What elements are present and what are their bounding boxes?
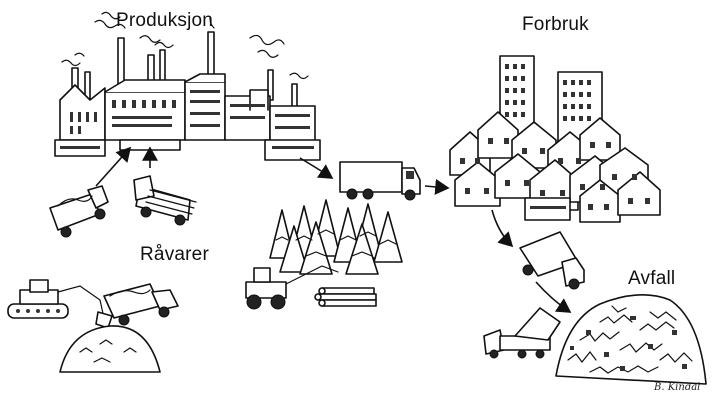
artist-signature: B. Kindal [654, 382, 701, 393]
label-consumption: Forbruk [522, 14, 589, 35]
factory-complex [54, 11, 321, 161]
landfill-heap [555, 294, 707, 385]
label-production: Produksjon [116, 10, 214, 31]
arrow-consumption-to-waste-transport [491, 209, 514, 248]
label-waste: Avfall [628, 268, 676, 289]
city-buildings [449, 55, 661, 223]
excavator-icon [7, 279, 113, 329]
label-raw-materials: Råvarer [140, 244, 209, 265]
arrow-to-landfill [535, 281, 572, 313]
forest-icon [269, 199, 403, 275]
timber-truck-icon [133, 175, 197, 226]
arrow-production-to-transport [299, 157, 334, 179]
arrow-transport-to-consumption [424, 178, 450, 195]
dump-truck-icon [483, 307, 561, 359]
forestry-machine-icon [245, 265, 339, 310]
mine-heap [59, 325, 161, 373]
log-pile-icon [314, 287, 377, 307]
arrow-ore-to-production [95, 146, 132, 187]
transport-truck-icon [339, 161, 421, 201]
ore-truck-icon [49, 185, 109, 238]
mine-dump-truck-icon [103, 283, 179, 326]
waste-truck-icon [519, 231, 585, 290]
